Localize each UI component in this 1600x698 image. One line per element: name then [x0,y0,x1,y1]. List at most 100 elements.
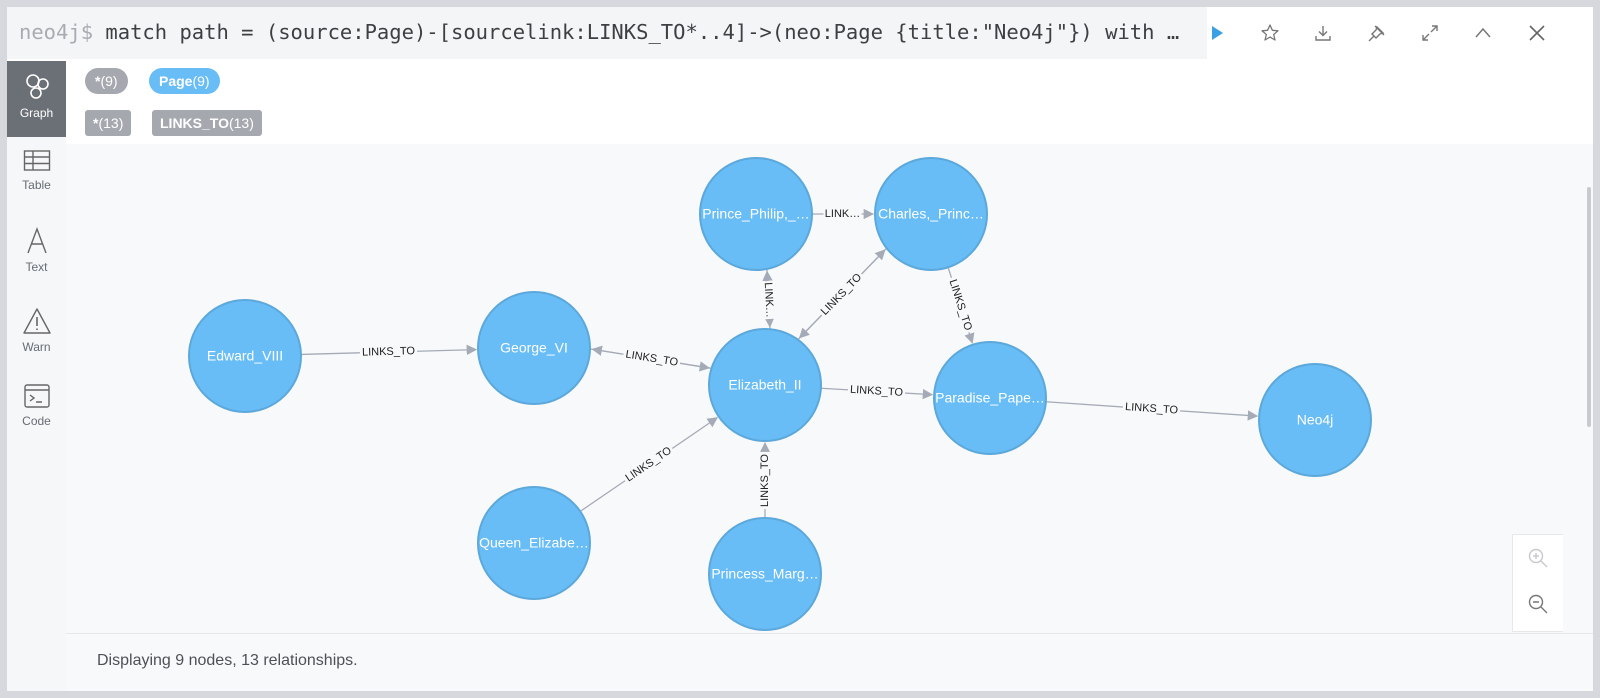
fullscreen-button[interactable] [1412,17,1448,49]
node-caption: Queen_Elizabe… [479,535,589,551]
relationship-label: LINKS_TO [850,384,904,399]
text-icon [26,227,47,254]
node-charles[interactable]: Charles,_Princ… [874,157,988,271]
sidebar-item-label: Code [22,414,51,428]
node-caption: Prince_Philip,_… [702,206,809,222]
sidebar-item-table[interactable]: Table [7,139,66,215]
node-caption: George_VI [500,340,568,356]
node-label-page[interactable]: Page(9) [149,68,220,94]
node-caption: Charles,_Princ… [878,206,984,222]
node-caption: Paradise_Pape… [935,390,1045,406]
relationship-elizabeth-george[interactable]: LINKS_TO [591,345,712,371]
node-edward[interactable]: Edward_VIII [188,299,302,413]
zoom-controls [1512,534,1563,632]
node-circle[interactable] [477,486,591,600]
node-caption: Princess_Marg… [711,566,818,582]
relationship-label-bg [359,344,418,360]
sidebar-item-label: Warn [22,340,51,354]
relationship-label-bg [621,442,677,487]
relationship-elizabeth-charles[interactable]: LINKS_TO [797,249,886,340]
zoom-in-button[interactable] [1513,535,1563,581]
expand-icon [1422,25,1438,41]
node-queen[interactable]: Queen_Elizabe… [477,486,591,600]
node-circle[interactable] [708,517,822,631]
relationship-label-bg [823,207,862,221]
node-philip[interactable]: Prince_Philip,_… [699,157,813,271]
favorite-button[interactable] [1252,17,1288,49]
relationship-queen-elizabeth[interactable]: LINKS_TO [579,417,718,512]
relationship-charles-paradise[interactable]: LINKS_TO [944,267,976,344]
relationship-label-bg [816,269,867,321]
relationship-label: LINKS_TO [1125,401,1179,417]
relationship-philip-charles[interactable]: LINK… [812,207,875,221]
node-neo4j[interactable]: Neo4j [1258,363,1372,477]
node-paradise[interactable]: Paradise_Pape… [933,341,1047,455]
node-caption: Elizabeth_II [728,377,801,393]
relationship-paradise-neo4j[interactable]: LINKS_TO [1045,400,1259,421]
relationship-margaret-elizabeth[interactable]: LINKS_TO [758,441,772,518]
zoom-out-button[interactable] [1513,581,1563,627]
close-button[interactable] [1519,17,1555,49]
relationship-elizabeth-paradise[interactable]: LINKS_TO [820,382,934,401]
scrollbar[interactable] [1587,187,1591,427]
play-icon [1212,26,1223,40]
node-circle[interactable] [933,341,1047,455]
star-icon [1261,24,1279,41]
query-text[interactable]: neo4j$ match path = (source:Page)-[sourc… [19,20,1199,44]
status-text: Displaying 9 nodes, 13 relationships. [97,652,358,669]
graph-canvas[interactable]: LINKS_TOLINKS_TOLINKS_TOLINK…LINK…LINK…L… [66,144,1593,633]
cypher-prompt: neo4j$ [19,20,94,44]
status-bar: Displaying 9 nodes, 13 relationships. [66,633,1593,691]
node-circle[interactable] [1258,363,1372,477]
graph-icon [25,74,49,99]
node-circle[interactable] [477,291,591,405]
relationship-label: LINKS_TO [759,454,771,507]
node-elizabeth[interactable]: Elizabeth_II [708,328,822,442]
node-circle[interactable] [699,157,813,271]
table-icon [23,150,50,171]
relationship-label: LINKS_TO [946,278,974,333]
relationship-label-bg [847,382,906,401]
warning-icon [22,308,51,334]
node-caption: Edward_VIII [207,348,283,364]
collapse-button[interactable] [1465,17,1501,49]
node-margaret[interactable]: Princess_Marg… [708,517,822,631]
result-frame: neo4j$ match path = (source:Page)-[sourc… [7,7,1593,691]
query-string[interactable]: match path = (source:Page)-[sourcelink:L… [105,20,1180,44]
relationship-label: LINK… [762,282,776,318]
rel-type-all[interactable]: *(13) [85,110,132,136]
relationship-label: LINKS_TO [362,345,416,358]
relationship-label: LINKS_TO [623,444,674,484]
graph-svg[interactable]: LINKS_TOLINKS_TOLINKS_TOLINK…LINK…LINK…L… [66,144,1593,633]
relationship-label: LINKS_TO [819,271,865,318]
download-icon [1315,26,1331,41]
query-editor[interactable]: neo4j$ match path = (source:Page)-[sourc… [7,7,1207,59]
relationship-elizabeth-philip[interactable]: LINK… [760,270,777,329]
sidebar-item-label: Table [22,178,51,192]
sidebar-item-graph[interactable]: Graph [7,61,66,137]
sidebar-item-text[interactable]: Text [7,217,66,293]
zoom-in-icon [1528,548,1548,568]
relationship-label-bg [944,275,976,335]
node-circle[interactable] [874,157,988,271]
rel-type-links-to[interactable]: LINKS_TO(13) [152,110,262,136]
zoom-out-icon [1528,594,1548,614]
relationship-label-bg [622,347,682,371]
sidebar-item-label: Graph [19,106,54,120]
relationship-label-bg [1122,400,1181,418]
sidebar-item-warn[interactable]: Warn [7,297,66,373]
view-sidebar: Graph Table Text Warn [7,61,66,691]
node-caption: Neo4j [1297,412,1334,428]
node-label-all[interactable]: *(9) [85,68,128,94]
pin-icon [1368,25,1385,42]
node-circle[interactable] [708,328,822,442]
download-button[interactable] [1305,17,1341,49]
close-icon [1529,25,1545,41]
relationship-edward-george[interactable]: LINKS_TO [300,344,478,360]
collapse-up-icon [1475,27,1491,38]
sidebar-item-code[interactable]: Code [7,373,66,449]
pin-button[interactable] [1359,17,1395,49]
node-george[interactable]: George_VI [477,291,591,405]
node-circle[interactable] [188,299,302,413]
run-button[interactable] [1199,17,1235,49]
